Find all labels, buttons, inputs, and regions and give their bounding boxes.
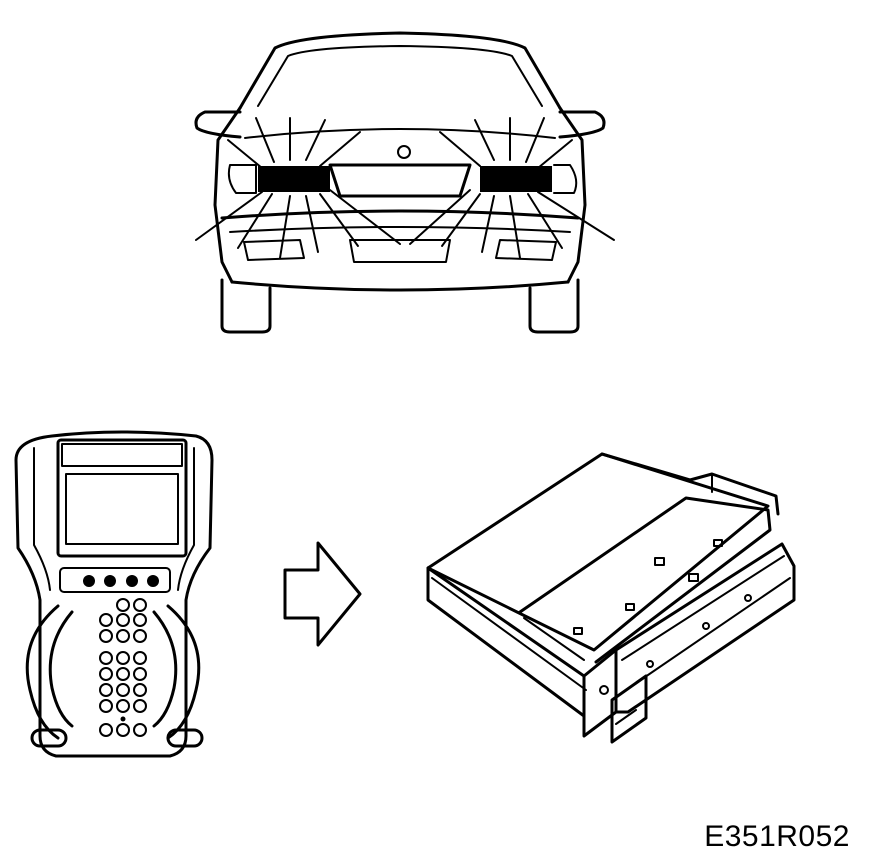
figure-code: E351R052	[704, 820, 850, 853]
scan-tool-icon	[14, 430, 214, 758]
control-module-icon	[426, 452, 796, 744]
arrow-right-icon	[283, 541, 362, 647]
car-front-icon	[194, 31, 615, 334]
